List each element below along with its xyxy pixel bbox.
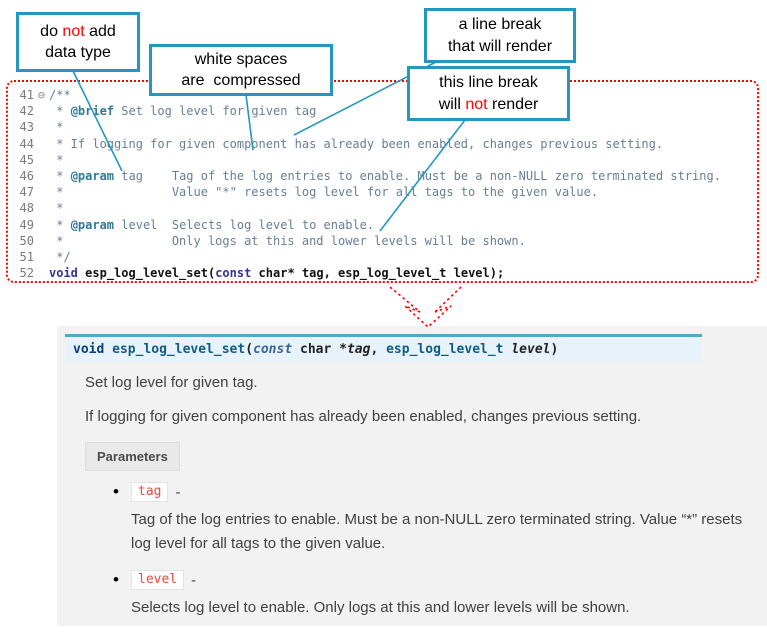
fold-gutter xyxy=(34,217,49,233)
param-dash: - xyxy=(175,483,181,501)
code-line: 42 * @brief Set log level for given tag xyxy=(14,103,757,119)
code-lines: 41⊖/**42 * @brief Set log level for give… xyxy=(14,87,757,281)
code-line: 45 * xyxy=(14,152,757,168)
fold-gutter xyxy=(34,103,49,119)
brief-description: Set log level for given tag. xyxy=(85,374,258,391)
callout-line-break-not-render: this line break will not render xyxy=(407,66,570,121)
callout-text: will not render xyxy=(438,95,539,113)
code-line: 50 * Only logs at this and lower levels … xyxy=(14,233,757,249)
code-line: 49 * @param level Selects log level to e… xyxy=(14,217,757,233)
param-description: Tag of the log entries to enable. Must b… xyxy=(131,511,743,552)
callout-text: do not add xyxy=(40,22,116,40)
line-number: 46 xyxy=(19,169,34,184)
param-description: Selects log level to enable. Only logs a… xyxy=(131,599,630,616)
fold-gutter xyxy=(34,184,49,200)
code-line: 44 * If logging for given component has … xyxy=(14,136,757,152)
line-number: 50 xyxy=(19,233,34,248)
code-line: 46 * @param tag Tag of the log entries t… xyxy=(14,168,757,184)
param-dash: - xyxy=(191,571,197,589)
line-number: 51 xyxy=(19,250,34,265)
callout-text: a line break xyxy=(458,16,542,34)
parameters-list: •tag-Tag of the log entries to enable. M… xyxy=(113,480,753,632)
arrow-head xyxy=(404,305,452,329)
parameter-item: • tag- Tag of the log entries to enable. M… xyxy=(113,480,753,556)
code-line: 48 * xyxy=(14,200,757,216)
callout-text: data type xyxy=(45,44,111,61)
parameters-heading: Parameters xyxy=(85,442,180,471)
line-number: 45 xyxy=(19,152,34,167)
fold-gutter xyxy=(34,249,49,265)
callout-text: that will render xyxy=(447,37,553,55)
line-number: 49 xyxy=(19,217,34,232)
line-number: 48 xyxy=(19,201,34,216)
bullet-icon: • xyxy=(113,570,119,589)
callout-text: white spaces xyxy=(194,50,288,68)
parameter-item: • level- Selects log level to enable. Only… xyxy=(113,568,753,620)
line-number: 41 xyxy=(19,88,34,102)
line-number: 44 xyxy=(19,136,34,151)
function-signature: void esp_log_level_set(const char *tag, … xyxy=(65,334,702,363)
fold-gutter xyxy=(34,119,49,135)
line-number: 43 xyxy=(19,120,34,135)
param-name-chip: level xyxy=(131,570,185,590)
code-line: 47 * Value "*" resets log level for all … xyxy=(14,184,757,200)
callout-do-not-add-data-type: do not add data type xyxy=(16,12,140,72)
fold-gutter xyxy=(34,265,49,281)
dotted-down-arrow xyxy=(389,286,462,329)
arrow-left-slant xyxy=(389,286,421,313)
line-number: 42 xyxy=(19,104,34,119)
callout-line-break-renders: a line break that will render xyxy=(424,8,576,63)
callout-text: this line break xyxy=(439,74,538,92)
code-editor[interactable]: 41⊖/**42 * @brief Set log level for give… xyxy=(6,80,759,283)
rendered-doc-panel: void esp_log_level_set(const char *tag, … xyxy=(57,326,767,626)
line-number: 52 xyxy=(19,266,34,281)
arrow-right-slant xyxy=(434,286,462,313)
param-name-chip: tag xyxy=(131,482,169,502)
callout-text: are compressed xyxy=(181,72,301,89)
fold-collapse-icon[interactable]: ⊖ xyxy=(37,88,46,102)
fold-gutter xyxy=(34,168,49,184)
fold-gutter xyxy=(34,152,49,168)
detail-description: If logging for given component has alrea… xyxy=(85,408,642,425)
callout-white-spaces-compressed: white spaces are compressed xyxy=(149,44,333,96)
fold-gutter xyxy=(34,136,49,152)
bullet-icon: • xyxy=(113,482,119,501)
line-number: 47 xyxy=(19,185,34,200)
code-line: 41⊖/** xyxy=(14,87,757,103)
code-line: 51 */ xyxy=(14,249,757,265)
fold-gutter xyxy=(34,233,49,249)
fold-gutter xyxy=(34,200,49,216)
code-line: 43 * xyxy=(14,119,757,135)
